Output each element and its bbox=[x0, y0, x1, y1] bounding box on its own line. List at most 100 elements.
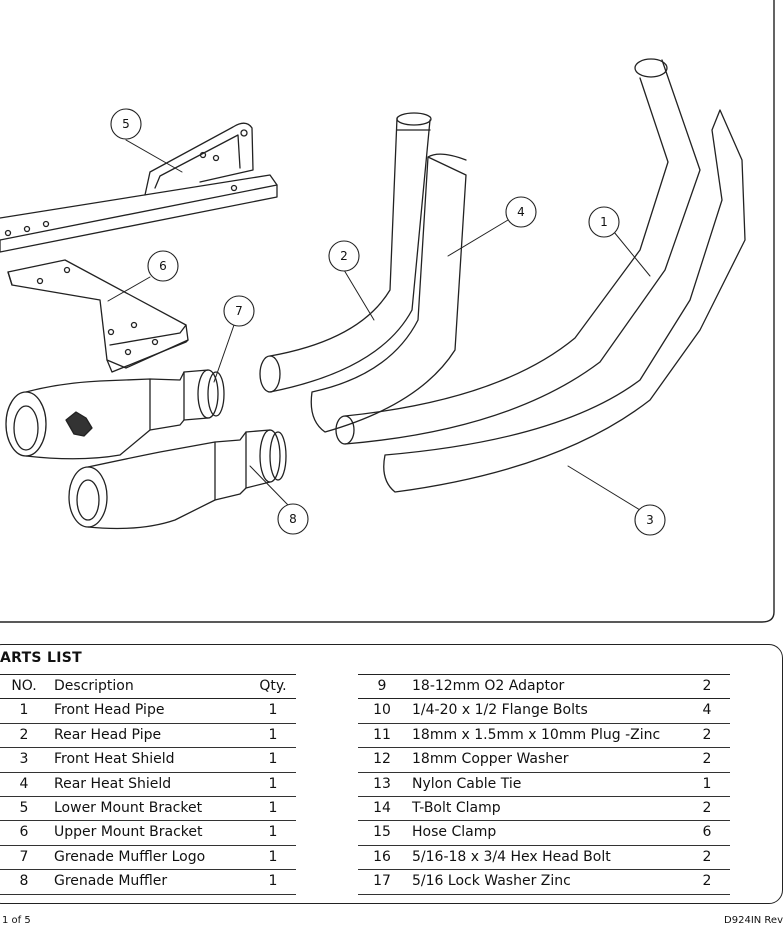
cell-qty: 2 bbox=[684, 869, 730, 895]
cell-description: Grenade Muffler bbox=[48, 869, 250, 895]
cell-no: 5 bbox=[0, 796, 48, 822]
callout-5-label: 5 bbox=[122, 117, 130, 131]
cell-no: 14 bbox=[358, 796, 406, 822]
cell-description: 18mm Copper Washer bbox=[406, 747, 684, 773]
cell-description: Grenade Muffler Logo bbox=[48, 845, 250, 871]
header-description: Description bbox=[48, 673, 250, 700]
cell-description: Upper Mount Bracket bbox=[48, 820, 250, 846]
callout-3 bbox=[634, 504, 666, 536]
cell-description: Lower Mount Bracket bbox=[48, 796, 250, 822]
cell-qty: 1 bbox=[250, 747, 296, 773]
cell-no: 3 bbox=[0, 747, 48, 773]
cell-qty: 1 bbox=[250, 796, 296, 822]
cell-description: Rear Head Pipe bbox=[48, 723, 250, 749]
callout-5 bbox=[110, 108, 142, 140]
cell-qty: 6 bbox=[684, 820, 730, 846]
cell-no: 13 bbox=[358, 772, 406, 798]
table-first-row: 9 18-12mm O2 Adaptor 2 bbox=[358, 673, 730, 700]
cell-qty: 2 bbox=[684, 796, 730, 822]
cell-no: 9 bbox=[358, 673, 406, 700]
cell-no: 10 bbox=[358, 698, 406, 724]
cell-qty: 1 bbox=[250, 698, 296, 724]
cell-no: 15 bbox=[358, 820, 406, 846]
cell-description: Rear Heat Shield bbox=[48, 772, 250, 798]
callout-4-label: 4 bbox=[517, 205, 525, 219]
cell-no: 7 bbox=[0, 845, 48, 871]
page-number: 1 of 5 bbox=[2, 915, 31, 926]
grenade-muffler-logo-part bbox=[5, 369, 225, 460]
table-header-row: NO. Description Qty. bbox=[0, 673, 296, 700]
cell-no: 1 bbox=[0, 698, 48, 724]
cell-description: Nylon Cable Tie bbox=[406, 772, 684, 798]
cell-qty: 1 bbox=[250, 869, 296, 895]
cell-no: 8 bbox=[0, 869, 48, 895]
cell-no: 17 bbox=[358, 869, 406, 895]
header-no: NO. bbox=[0, 673, 48, 700]
callout-8-label: 8 bbox=[289, 512, 297, 526]
cell-description: 5/16-18 x 3/4 Hex Head Bolt bbox=[406, 845, 684, 871]
callout-6-label: 6 bbox=[159, 259, 167, 273]
callout-1 bbox=[588, 206, 620, 238]
cell-description: 1/4-20 x 1/2 Flange Bolts bbox=[406, 698, 684, 724]
cell-description: Hose Clamp bbox=[406, 820, 684, 846]
rear-head-pipe-part bbox=[259, 112, 432, 393]
header-qty: Qty. bbox=[250, 673, 296, 700]
cell-no: 2 bbox=[0, 723, 48, 749]
cell-description: Front Head Pipe bbox=[48, 698, 250, 724]
grenade-muffler-part bbox=[68, 429, 287, 530]
cell-no: 6 bbox=[0, 820, 48, 846]
document-revision: D924IN Rev bbox=[724, 915, 783, 926]
exploded-parts-drawing: 5 6 7 8 2 4 1 3 bbox=[0, 0, 775, 623]
front-heat-shield-part bbox=[383, 109, 746, 493]
callout-1-label: 1 bbox=[600, 215, 608, 229]
cell-no: 16 bbox=[358, 845, 406, 871]
cell-description: 18-12mm O2 Adaptor bbox=[406, 673, 684, 700]
parts-list-title: ARTS LIST bbox=[0, 650, 82, 666]
cell-qty: 2 bbox=[684, 723, 730, 749]
cell-no: 4 bbox=[0, 772, 48, 798]
cell-description: 18mm x 1.5mm x 10mm Plug -Zinc bbox=[406, 723, 684, 749]
callout-6 bbox=[147, 250, 179, 282]
callout-2 bbox=[328, 240, 360, 272]
lower-mount-bracket-part bbox=[0, 122, 278, 253]
callout-3-label: 3 bbox=[646, 513, 654, 527]
callout-7 bbox=[223, 295, 255, 327]
cell-qty: 2 bbox=[684, 673, 730, 700]
rear-heat-shield-part bbox=[310, 153, 467, 433]
cell-description: T-Bolt Clamp bbox=[406, 796, 684, 822]
callout-8 bbox=[277, 503, 309, 535]
cell-qty: 1 bbox=[250, 772, 296, 798]
cell-qty: 2 bbox=[684, 845, 730, 871]
front-head-pipe-part bbox=[335, 58, 701, 445]
callout-2-label: 2 bbox=[340, 249, 348, 263]
callout-4 bbox=[505, 196, 537, 228]
cell-description: 5/16 Lock Washer Zinc bbox=[406, 869, 684, 895]
cell-qty: 1 bbox=[250, 820, 296, 846]
cell-qty: 2 bbox=[684, 747, 730, 773]
callout-7-label: 7 bbox=[235, 304, 243, 318]
cell-no: 11 bbox=[358, 723, 406, 749]
cell-qty: 1 bbox=[250, 845, 296, 871]
cell-qty: 1 bbox=[684, 772, 730, 798]
cell-qty: 4 bbox=[684, 698, 730, 724]
cell-qty: 1 bbox=[250, 723, 296, 749]
cell-no: 12 bbox=[358, 747, 406, 773]
